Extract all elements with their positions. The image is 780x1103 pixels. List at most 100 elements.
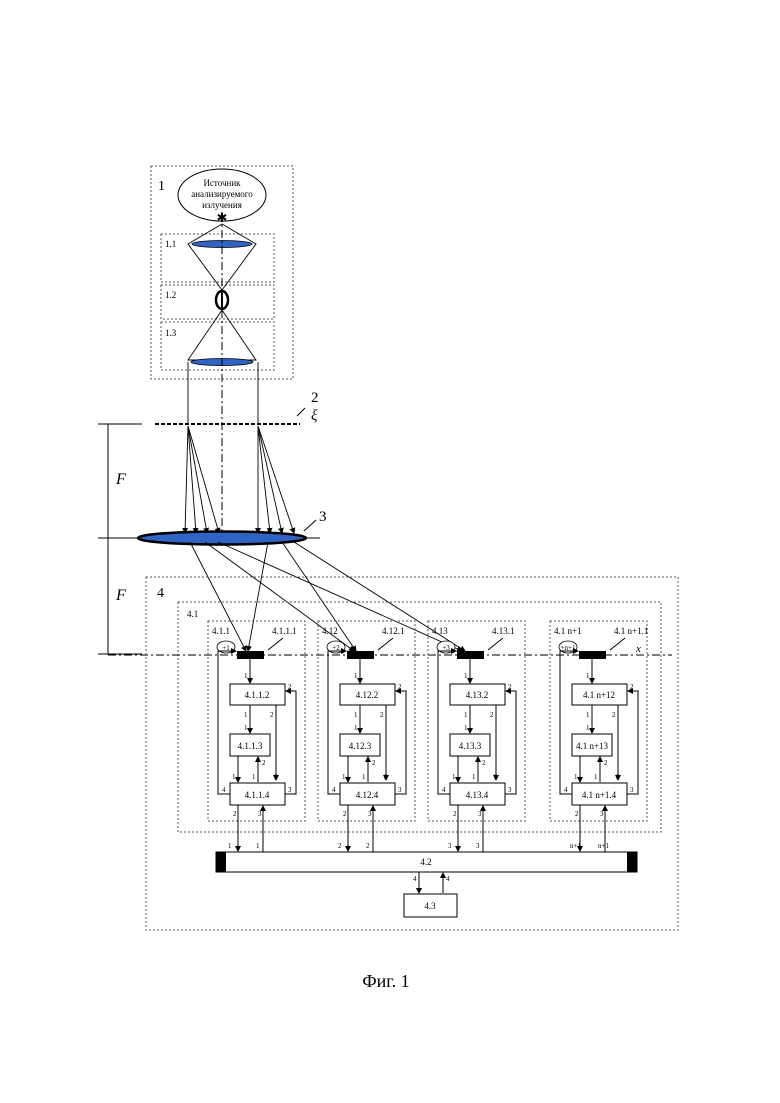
plane-2-axis: ξ	[311, 408, 318, 424]
focal-lower-label: F	[115, 587, 126, 604]
port-label: 2	[575, 810, 579, 818]
lens-3-icon	[138, 532, 306, 545]
detector-label: 4.12.1	[382, 626, 405, 636]
detector-leader	[268, 638, 283, 650]
port-label: 3	[258, 810, 262, 818]
port-label: 2	[616, 773, 620, 781]
block-2-label: 4.13.2	[466, 690, 489, 700]
port-label: 1	[244, 724, 248, 732]
port-label: 1	[362, 773, 366, 781]
photodetector-icon	[237, 651, 264, 659]
port-label: 1	[586, 724, 590, 732]
port-label: 1	[232, 773, 236, 781]
bus-label: 4.2	[420, 857, 431, 867]
port-label: 2	[343, 810, 347, 818]
port-label: 2	[482, 759, 486, 767]
port-label: 1	[464, 711, 468, 719]
detector-label: 4.1.1.1	[272, 626, 297, 636]
block-2-label: 4.12.2	[356, 690, 379, 700]
port-label: 2	[233, 810, 237, 818]
port-label: 1	[252, 773, 256, 781]
block-4-label: 4.12.4	[356, 790, 379, 800]
x-axis-label: x	[635, 643, 641, 655]
plane-2: 2 ξ	[155, 390, 319, 424]
port-label: 1	[354, 672, 358, 680]
port-label: 2	[262, 759, 266, 767]
port-label: 3	[288, 786, 292, 794]
block-4-label: 4.1 n+1.4	[582, 790, 617, 800]
port-label: 3	[398, 786, 402, 794]
port-label: 1	[586, 672, 590, 680]
detector-label: 4.1 n+1.1	[614, 626, 648, 636]
port-label: 1	[354, 711, 358, 719]
receiver-group-label: 4	[157, 586, 164, 601]
port-label: 2	[604, 759, 608, 767]
bus-right-cap	[627, 852, 637, 872]
bus-port-out-label: n+1	[570, 842, 581, 850]
port-label: 3	[478, 810, 482, 818]
block-3-label: 4.13.3	[459, 741, 482, 751]
controller-port-left: 4	[413, 875, 417, 883]
block-4-label: 4.13.4	[466, 790, 489, 800]
plane-2-leader	[297, 408, 305, 416]
figure-caption: Фиг. 1	[362, 971, 409, 991]
source-group-label: 1	[158, 179, 165, 194]
detector-leader	[610, 638, 625, 650]
port-label: 1	[354, 724, 358, 732]
block-3-label: 4.1.1.3	[238, 741, 263, 751]
port-label: 2	[270, 711, 274, 719]
bus-port-out-label: 3	[448, 842, 452, 850]
detector-leader	[378, 638, 393, 650]
bus-port-out-label: 2	[338, 842, 342, 850]
port-label: 1	[574, 773, 578, 781]
lens-3-leader	[304, 520, 316, 531]
port-label: 2	[630, 683, 634, 691]
feedback-loop-right	[285, 691, 296, 794]
port-label: 2	[612, 711, 616, 719]
port-label: 4	[564, 786, 568, 794]
source-text-line-2: анализируемого	[191, 189, 253, 199]
subgroup-label: 4.1	[187, 609, 198, 619]
port-label: 1	[244, 711, 248, 719]
sub-block-1-2	[161, 285, 274, 319]
receiver-group: 4 4.1 x 4.1.14.1.1.1+114.1.1.21124.1.1.3…	[108, 577, 678, 930]
block-4-label: 4.1.1.4	[245, 790, 270, 800]
port-label: 4	[332, 786, 336, 794]
port-label: 3	[368, 810, 372, 818]
block-2-label: 4.1 n+12	[583, 690, 615, 700]
port-label: 1	[472, 773, 476, 781]
photodetector-icon	[579, 651, 606, 659]
port-label: 1	[452, 773, 456, 781]
channel-group-label: 4.13	[432, 626, 448, 636]
port-label: 4	[442, 786, 446, 794]
bus-port-in-label: 2	[366, 842, 370, 850]
photodetector-icon	[347, 651, 374, 659]
block-2-label: 4.1.1.2	[245, 690, 270, 700]
plane-2-label: 2	[311, 390, 319, 406]
feedback-loop-right	[627, 691, 638, 794]
port-label: 1	[594, 773, 598, 781]
port-label: 3	[630, 786, 634, 794]
diffracted-rays-upper	[185, 426, 294, 533]
port-label: 1	[586, 711, 590, 719]
port-label: 2	[384, 773, 388, 781]
controller-label: 4.3	[424, 901, 436, 911]
sub-label-1-1: 1.1	[165, 239, 176, 249]
channel-group-label: 4.12	[322, 626, 338, 636]
lens-3-label: 3	[319, 509, 327, 525]
port-label: 2	[274, 773, 278, 781]
feedback-loop-right	[505, 691, 516, 794]
port-label: 3	[508, 786, 512, 794]
port-label: 3	[600, 810, 604, 818]
port-label: 2	[494, 773, 498, 781]
port-label: 2	[288, 683, 292, 691]
focal-dimensions: F F	[98, 424, 142, 654]
port-label: 1	[342, 773, 346, 781]
detector-label: 4.13.1	[492, 626, 515, 636]
focal-upper-label: F	[115, 471, 126, 488]
port-label: 2	[453, 810, 457, 818]
bus-port-in-label: n+1	[598, 842, 609, 850]
controller-port-right: 4	[446, 875, 450, 883]
port-label: 1	[244, 672, 248, 680]
source-group: 1 Источник анализируемого излучения ✱ 1.…	[151, 166, 293, 540]
